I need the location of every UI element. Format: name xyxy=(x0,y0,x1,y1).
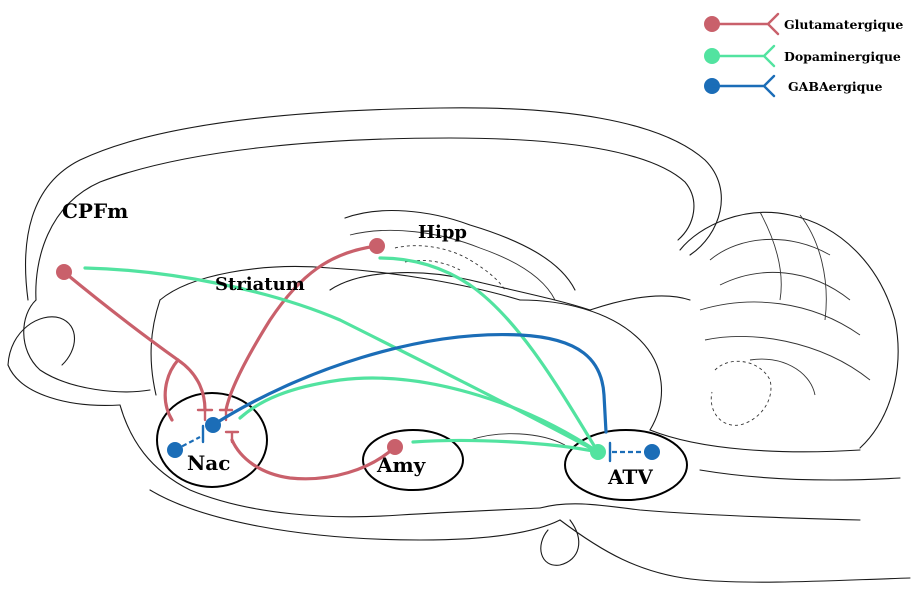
dopaminergic-pathways xyxy=(83,256,600,454)
dop-atv-to-cpfm xyxy=(83,266,600,454)
glu-hipp-to-nac xyxy=(224,244,379,412)
legend-item-gabaergic: GABAergique xyxy=(704,74,882,98)
gaba-neuron-atv xyxy=(644,444,660,460)
gaba-neuron-nac-b xyxy=(205,417,221,433)
dop-atv-to-nac xyxy=(238,376,600,454)
glu-terminal-3 xyxy=(224,430,240,444)
glu-cpfm-to-nac xyxy=(62,270,207,412)
gaba-neuron-nac-a xyxy=(167,442,183,458)
glu-neuron-cpfm xyxy=(56,264,72,280)
legend-gaba-label: GABAergique xyxy=(788,79,882,94)
label-cpfm: CPFm xyxy=(62,199,128,223)
glu-amy-to-nac xyxy=(230,438,397,481)
legend-dop-line xyxy=(710,44,776,68)
legend-item-glutamatergic: Glutamatergique xyxy=(704,12,903,36)
label-nac: Nac xyxy=(187,451,230,475)
gabaergic-pathways xyxy=(174,332,646,463)
label-amy: Amy xyxy=(376,453,427,477)
glu-neuron-hipp xyxy=(369,238,385,254)
brain-outline xyxy=(7,107,911,583)
neuron-bodies xyxy=(56,238,660,460)
legend-glu-label: Glutamatergique xyxy=(784,17,903,32)
legend: Glutamatergique Dopaminergique GABAergiq… xyxy=(704,12,903,98)
legend-gaba-line xyxy=(710,74,776,98)
glutamatergic-pathways xyxy=(62,244,397,481)
legend-glu-line xyxy=(710,12,780,36)
legend-dop-label: Dopaminergique xyxy=(784,49,901,64)
dop-atv-to-hipp xyxy=(378,256,600,454)
label-atv: ATV xyxy=(607,465,653,489)
label-striatum: Striatum xyxy=(215,274,305,295)
gaba-nac-to-atv xyxy=(211,332,608,434)
legend-item-dopaminergic: Dopaminergique xyxy=(704,44,901,68)
glu-cpfm-to-nac-b xyxy=(163,358,180,422)
nac-region xyxy=(156,392,268,488)
dop-atv-to-amy xyxy=(411,438,600,454)
glu-neuron-amy xyxy=(387,439,403,455)
atv-region xyxy=(564,429,688,501)
dop-neuron-atv xyxy=(590,444,606,460)
amy-region xyxy=(362,429,464,491)
glu-terminal-1 xyxy=(196,408,214,422)
label-hipp: Hipp xyxy=(418,222,467,243)
